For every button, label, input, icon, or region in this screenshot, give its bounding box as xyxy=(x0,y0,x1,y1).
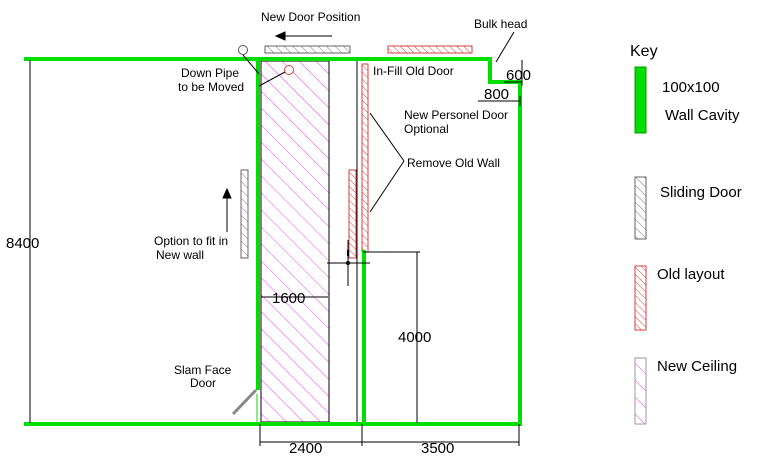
new-door-arrow xyxy=(274,31,332,41)
key-wall-cavity-swatch xyxy=(634,66,647,134)
sliding-door-left xyxy=(240,169,249,259)
legend-key: Key 100x100 Wall Cavity Sliding Door Old… xyxy=(630,43,742,425)
down-pipe-old-icon xyxy=(238,45,248,55)
down-pipe-leader-2 xyxy=(258,71,286,87)
dim-600: 600 xyxy=(506,67,531,84)
down-pipe-leader xyxy=(242,54,260,75)
option-fit-label-1: Option to fit in xyxy=(154,234,228,248)
key-sliding-door-swatch xyxy=(634,176,647,240)
dim-8400: 8400 xyxy=(6,235,39,252)
down-pipe-label-1: Down Pipe xyxy=(181,66,239,80)
bulk-head-label: Bulk head xyxy=(474,17,527,31)
dimension-lines xyxy=(29,60,523,446)
remove-wall-leader-2 xyxy=(369,160,405,213)
dim-800: 800 xyxy=(484,86,509,103)
down-pipe-new-icon xyxy=(284,65,294,75)
slam-face-label-2: Door xyxy=(190,376,216,390)
option-fit-label-2: New wall xyxy=(156,248,204,262)
key-title: Key xyxy=(630,43,658,60)
dim-1600: 1600 xyxy=(272,290,305,307)
infill-old-door-label: In-Fill Old Door xyxy=(373,64,454,78)
key-old-layout-label: Old layout xyxy=(657,266,725,283)
new-personel-door-label-1: New Personel Door xyxy=(404,108,508,122)
slam-face-door xyxy=(231,388,258,416)
new-personel-door-label-2: Optional xyxy=(404,122,449,136)
key-new-ceiling-swatch xyxy=(634,357,647,425)
slam-face-label-1: Slam Face xyxy=(174,363,232,377)
dim-3500: 3500 xyxy=(421,440,454,457)
old-door-middle xyxy=(348,169,357,259)
sliding-door-top xyxy=(264,45,351,54)
key-sliding-door-label: Sliding Door xyxy=(660,184,742,201)
old-door-top xyxy=(387,45,473,54)
bulk-head-leader xyxy=(495,31,515,63)
key-wall-cavity-label-1: 100x100 xyxy=(662,79,720,96)
new-door-position-label: New Door Position xyxy=(261,10,360,24)
key-new-ceiling-label: New Ceiling xyxy=(657,358,737,375)
old-wall-strip xyxy=(361,63,369,253)
remove-old-wall-label: Remove Old Wall xyxy=(407,156,500,170)
dim-2400: 2400 xyxy=(289,440,322,457)
key-old-layout-swatch xyxy=(634,265,647,331)
new-ceiling-area xyxy=(260,60,330,423)
dim-4000: 4000 xyxy=(398,329,431,346)
down-pipe-label-2: to be Moved xyxy=(178,80,244,94)
door-opening-marker xyxy=(327,240,370,286)
remove-wall-leader-1 xyxy=(369,112,405,162)
key-wall-cavity-label-2: Wall Cavity xyxy=(665,107,740,124)
option-arrow xyxy=(222,187,232,232)
wall-cavity-walls xyxy=(24,57,522,426)
